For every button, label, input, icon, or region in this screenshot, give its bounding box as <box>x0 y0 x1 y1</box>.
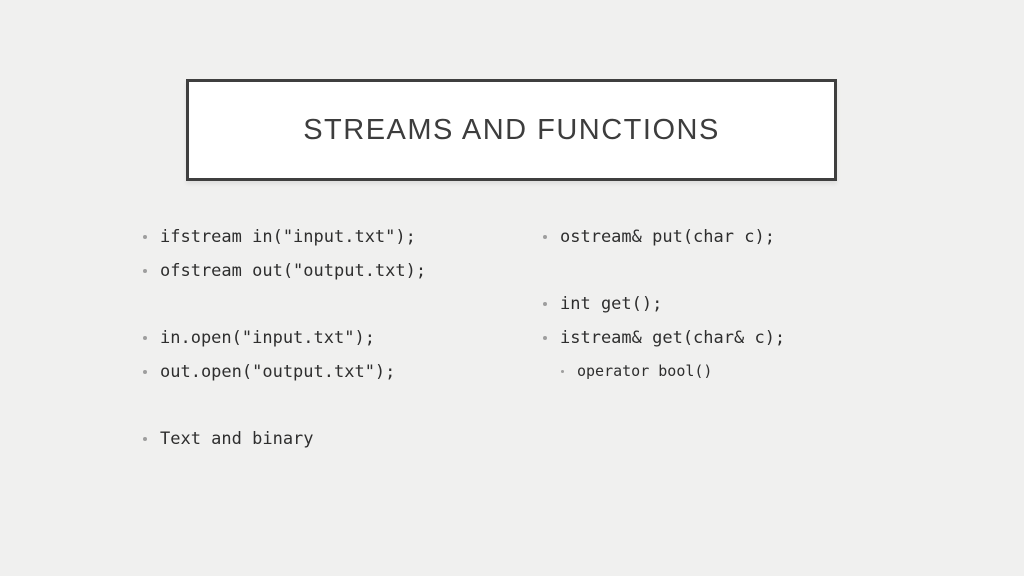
title-box: STREAMS AND FUNCTIONS <box>186 79 837 181</box>
bullet-icon <box>543 235 547 239</box>
list-item-text: ostream& put(char c); <box>560 227 775 247</box>
list-item: int get(); <box>543 287 785 321</box>
list-item: in.open("input.txt"); <box>143 321 426 355</box>
list-item-text: istream& get(char& c); <box>560 328 786 348</box>
list-item-text: ifstream in("input.txt"); <box>160 227 416 247</box>
list-item: ostream& put(char c); <box>543 220 785 254</box>
left-column: ifstream in("input.txt"); ofstream out("… <box>143 220 426 456</box>
list-item: ifstream in("input.txt"); <box>143 220 426 254</box>
slide-title: STREAMS AND FUNCTIONS <box>303 113 720 146</box>
list-item-text: int get(); <box>560 294 663 314</box>
bullet-icon <box>143 269 147 273</box>
bullet-icon <box>561 369 564 373</box>
list-item-text: operator bool() <box>577 362 713 380</box>
bullet-icon <box>143 437 147 441</box>
list-item-text: ofstream out("output.txt); <box>160 261 427 281</box>
list-item-text: in.open("input.txt"); <box>160 328 375 348</box>
list-item: Text and binary <box>143 422 426 456</box>
bullet-icon <box>543 302 547 306</box>
list-item: istream& get(char& c); <box>543 321 785 355</box>
list-item: out.open("output.txt"); <box>143 355 426 389</box>
bullet-icon <box>143 336 147 340</box>
list-item-text: Text and binary <box>160 429 314 449</box>
bullet-icon <box>143 370 147 374</box>
list-item: ofstream out("output.txt); <box>143 254 426 288</box>
bullet-icon <box>143 235 147 239</box>
right-column: ostream& put(char c); int get(); istream… <box>543 220 785 387</box>
bullet-icon <box>543 336 547 340</box>
list-item-text: out.open("output.txt"); <box>160 362 396 382</box>
list-item-sub: operator bool() <box>543 355 785 387</box>
